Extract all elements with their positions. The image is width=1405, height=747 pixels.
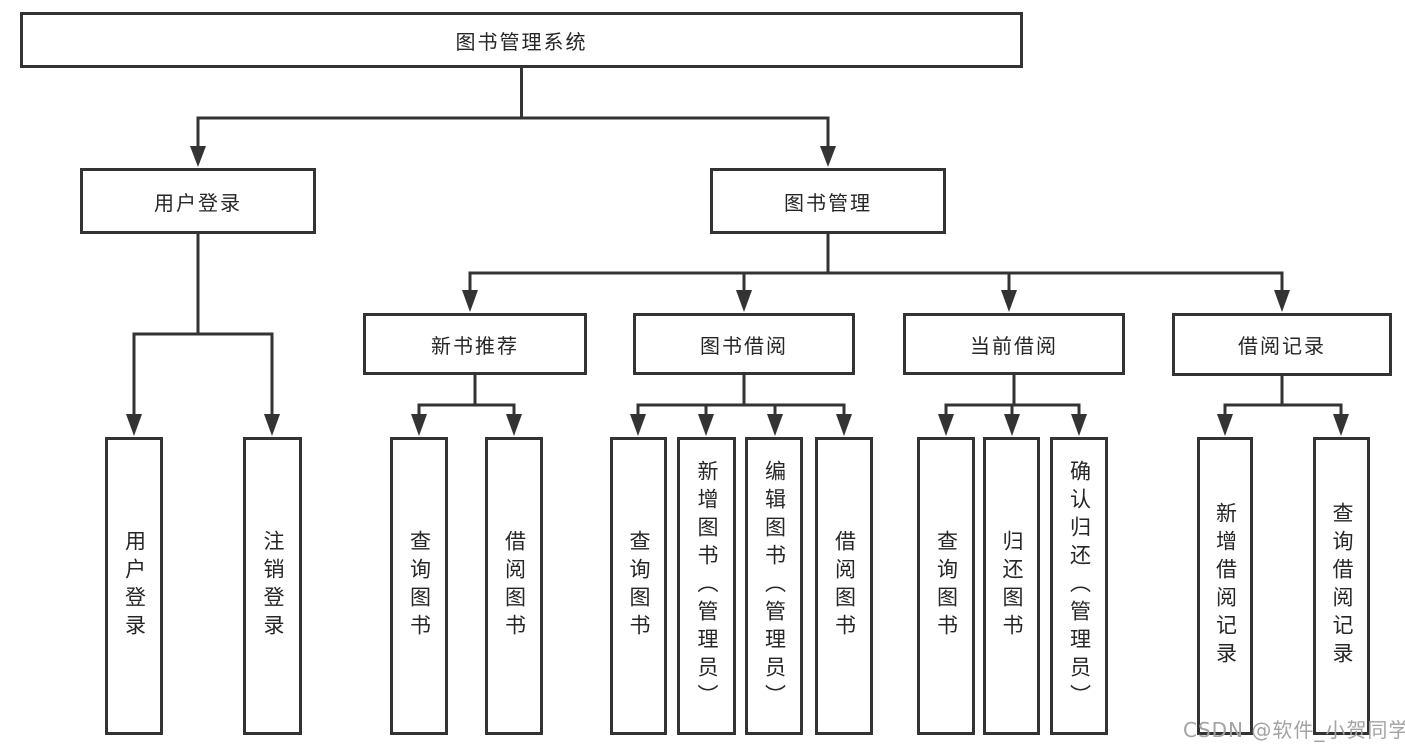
node-label: 查询图书 [934, 530, 959, 642]
connector-current-borrow-split [944, 375, 1081, 416]
connector-root-split [196, 68, 830, 148]
leaf-query-borrow-record: 查询借阅记录 [1313, 437, 1370, 735]
node-label: 图书借阅 [700, 333, 788, 358]
leaf-current-query-book: 查询图书 [917, 437, 975, 735]
csdn-watermark: CSDN @软件_小贺同学 [1183, 718, 1405, 742]
node-label: 归还图书 [1000, 530, 1025, 642]
leaf-confirm-return-admin: 确认归还（管理员） [1050, 437, 1108, 735]
node-label: 图书管理系统 [455, 29, 588, 54]
arrowheads-level3 [462, 290, 1290, 312]
connector-user-login-split [132, 234, 274, 416]
leaf-return-book: 归还图书 [983, 437, 1040, 735]
node-label: 图书管理 [784, 190, 872, 215]
node-label: 查询借阅记录 [1330, 502, 1355, 670]
arrowheads-book-borrow-children [630, 414, 852, 436]
arrowheads-borrow-records-children [1217, 414, 1349, 436]
connector-new-book-recommend-split [417, 375, 516, 416]
node-user-login: 用户登录 [80, 168, 316, 234]
leaf-logout-login: 注销登录 [243, 437, 302, 735]
node-label: 用户登录 [122, 530, 147, 642]
connector-book-management-split [468, 234, 1284, 292]
node-label: 注销登录 [261, 530, 286, 642]
node-label: 查询图书 [627, 530, 652, 642]
node-label: 借阅记录 [1238, 334, 1326, 358]
connector-borrow-records-split [1223, 376, 1343, 416]
node-book-borrow: 图书借阅 [633, 313, 855, 375]
leaf-user-login: 用户登录 [105, 437, 163, 735]
leaf-borrow-borrow-book: 借阅图书 [815, 437, 873, 735]
node-current-borrow: 当前借阅 [903, 313, 1125, 375]
arrowheads-user-login-children [126, 414, 280, 436]
node-borrow-records: 借阅记录 [1172, 313, 1392, 376]
leaf-add-borrow-record: 新增借阅记录 [1197, 437, 1253, 735]
leaf-recommend-borrow-book: 借阅图书 [485, 437, 543, 735]
node-label: 新增借阅记录 [1213, 502, 1238, 670]
arrowheads-new-book-recommend-children [411, 414, 522, 436]
leaf-edit-book-admin: 编辑图书（管理员） [745, 437, 803, 735]
node-label: 当前借阅 [970, 333, 1058, 358]
node-label: 新书推荐 [431, 333, 519, 358]
connector-book-borrow-split [636, 375, 846, 416]
node-new-book-recommend: 新书推荐 [363, 313, 587, 375]
arrowheads-current-borrow-children [938, 414, 1087, 436]
node-label: 查询图书 [407, 530, 432, 642]
node-label: 新增图书（管理员） [695, 460, 720, 712]
node-label: 借阅图书 [832, 530, 857, 642]
node-label: 编辑图书（管理员） [762, 460, 787, 712]
leaf-recommend-query-book: 查询图书 [390, 437, 448, 735]
node-label: 确认归还（管理员） [1067, 460, 1092, 712]
node-library-management-system: 图书管理系统 [20, 12, 1023, 68]
node-book-management: 图书管理 [710, 168, 946, 234]
node-label: 用户登录 [154, 190, 242, 215]
leaf-add-book-admin: 新增图书（管理员） [677, 437, 736, 735]
arrowheads-level2 [190, 146, 836, 167]
leaf-borrow-query-book: 查询图书 [610, 437, 667, 735]
node-label: 借阅图书 [502, 530, 527, 642]
